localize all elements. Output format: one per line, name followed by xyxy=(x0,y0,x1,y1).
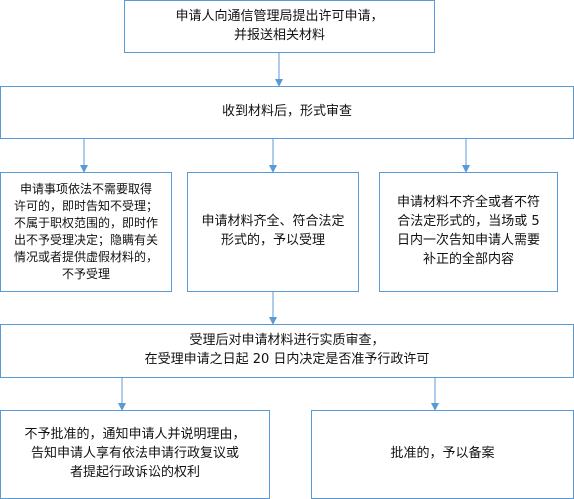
text-line: 出不予受理决定；隐瞒有关 xyxy=(13,233,158,247)
branch-supplement: 申请材料不齐全或者不符 合法定形式的，当场或 5 日内一次告知申请人需要 补正的… xyxy=(379,172,558,292)
text-line: 不予批准的，通知申请人并说明理由， xyxy=(24,427,246,443)
text-line: 并报送相关材料 xyxy=(233,27,325,43)
branch-supplement-text: 申请材料不齐全或者不符 合法定形式的，当场或 5 日内一次告知申请人需要 补正的… xyxy=(397,194,540,269)
branch-not-accepted: 申请事项依法不需要取得 许可的，即时告知不受理； 不属于职权范围的，即时作 出不… xyxy=(0,172,172,292)
result-approved-text: 批准的，予以备案 xyxy=(390,445,494,464)
result-denied-text: 不予批准的，通知申请人并说明理由， 告知申请人享有依法申请行政复议或 者提起行政… xyxy=(24,426,245,483)
result-approved: 批准的，予以备案 xyxy=(311,410,574,499)
step-substantive-review-text: 受理后对申请材料进行实质审查， 在受理申请之日起 20 日内决定是否准予行政许可 xyxy=(145,332,430,370)
text-line: 受理后对申请材料进行实质审查， xyxy=(189,333,385,349)
text-line: 申请人向通信管理局提出许可申请， xyxy=(175,8,384,24)
text-line: 补正的全部内容 xyxy=(422,251,514,267)
text-line: 者提起行政诉讼的权利 xyxy=(69,464,200,480)
text-line: 申请材料齐全、符合法定 xyxy=(201,214,345,230)
result-denied: 不予批准的，通知申请人并说明理由， 告知申请人享有依法申请行政复议或 者提起行政… xyxy=(0,410,270,499)
text-line: 批准的，予以备案 xyxy=(390,446,495,462)
text-line: 不属于职权范围的，即时作 xyxy=(13,215,158,230)
branch-accepted: 申请材料齐全、符合法定 形式的，予以受理 xyxy=(187,172,359,292)
text-line: 形式的，予以受理 xyxy=(220,233,325,248)
text-line: 不予受理 xyxy=(61,267,110,282)
text-line: 在受理申请之日起 20 日内决定是否准予行政许可 xyxy=(144,352,430,367)
text-line: 告知申请人享有依法申请行政复议或 xyxy=(30,446,239,462)
text-line: 日内一次告知申请人需要 xyxy=(396,233,540,248)
step-substantive-review: 受理后对申请材料进行实质审查， 在受理申请之日起 20 日内决定是否准予行政许可 xyxy=(0,324,574,378)
step-apply-text: 申请人向通信管理局提出许可申请， 并报送相关材料 xyxy=(175,8,383,46)
text-line: 情况或者提供虚假材料的， xyxy=(13,250,158,265)
step-formal-review: 收到材料后，形式审查 xyxy=(0,86,574,139)
step-formal-review-text: 收到材料后，形式审查 xyxy=(222,103,352,122)
text-line: 申请材料不齐全或者不符 xyxy=(396,195,540,211)
branch-not-accepted-text: 申请事项依法不需要取得 许可的，即时告知不受理； 不属于职权范围的，即时作 出不… xyxy=(14,181,158,283)
branch-accepted-text: 申请材料齐全、符合法定 形式的，予以受理 xyxy=(201,213,344,251)
text-line: 许可的，即时告知不受理； xyxy=(13,198,158,213)
text-line: 收到材料后，形式审查 xyxy=(221,104,352,120)
step-apply: 申请人向通信管理局提出许可申请， 并报送相关材料 xyxy=(124,0,435,53)
text-line: 申请事项依法不需要取得 xyxy=(19,181,152,196)
text-line: 合法定形式的，当场或 5 xyxy=(397,214,540,230)
